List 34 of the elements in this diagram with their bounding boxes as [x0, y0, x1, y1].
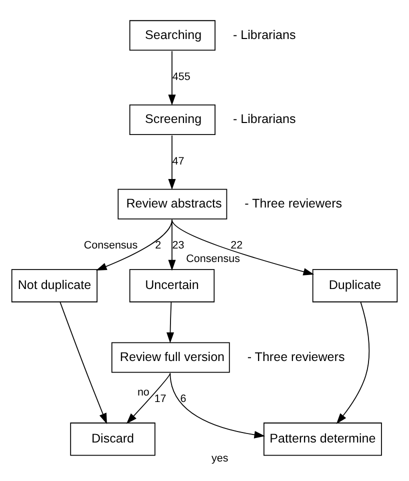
node-label: - Librarians: [232, 28, 296, 42]
arrow: [170, 372, 266, 438]
edge-label: 22: [230, 240, 243, 252]
edge-label: 6: [180, 393, 186, 406]
node-box: Uncertain: [129, 269, 215, 302]
arrow: [168, 50, 176, 106]
label: Consensus: [84, 240, 138, 252]
edge-label: 2: [155, 240, 162, 252]
edge-label: 17: [154, 393, 166, 406]
edge-label: 23: [172, 240, 184, 252]
node-box: Review full version: [111, 342, 230, 373]
arrow: [60, 302, 107, 424]
node-label: - Librarians: [232, 112, 296, 126]
node-box: Discard: [70, 422, 156, 456]
label: no: [137, 386, 150, 398]
node-box: Searching: [129, 20, 216, 51]
arrow: [126, 372, 171, 424]
arrow: [166, 302, 174, 344]
edge-label: 455: [172, 70, 190, 83]
node-label: - Three reviewers: [247, 350, 345, 364]
edge-label: 47: [172, 155, 184, 168]
node-box: Screening: [129, 104, 216, 136]
arrow: [168, 219, 176, 271]
node-box: Review abstracts: [118, 188, 228, 220]
arrow: [96, 219, 172, 270]
node-label: - Three reviewers: [244, 196, 342, 210]
arrow: [168, 135, 176, 190]
arrow: [172, 219, 314, 276]
label: yes: [212, 452, 228, 464]
node-box: Duplicate: [312, 269, 398, 302]
node-box: Patterns determine: [263, 422, 382, 456]
arrow: [336, 302, 370, 424]
node-box: Not duplicate: [11, 269, 98, 302]
label: Consensus: [186, 252, 240, 265]
